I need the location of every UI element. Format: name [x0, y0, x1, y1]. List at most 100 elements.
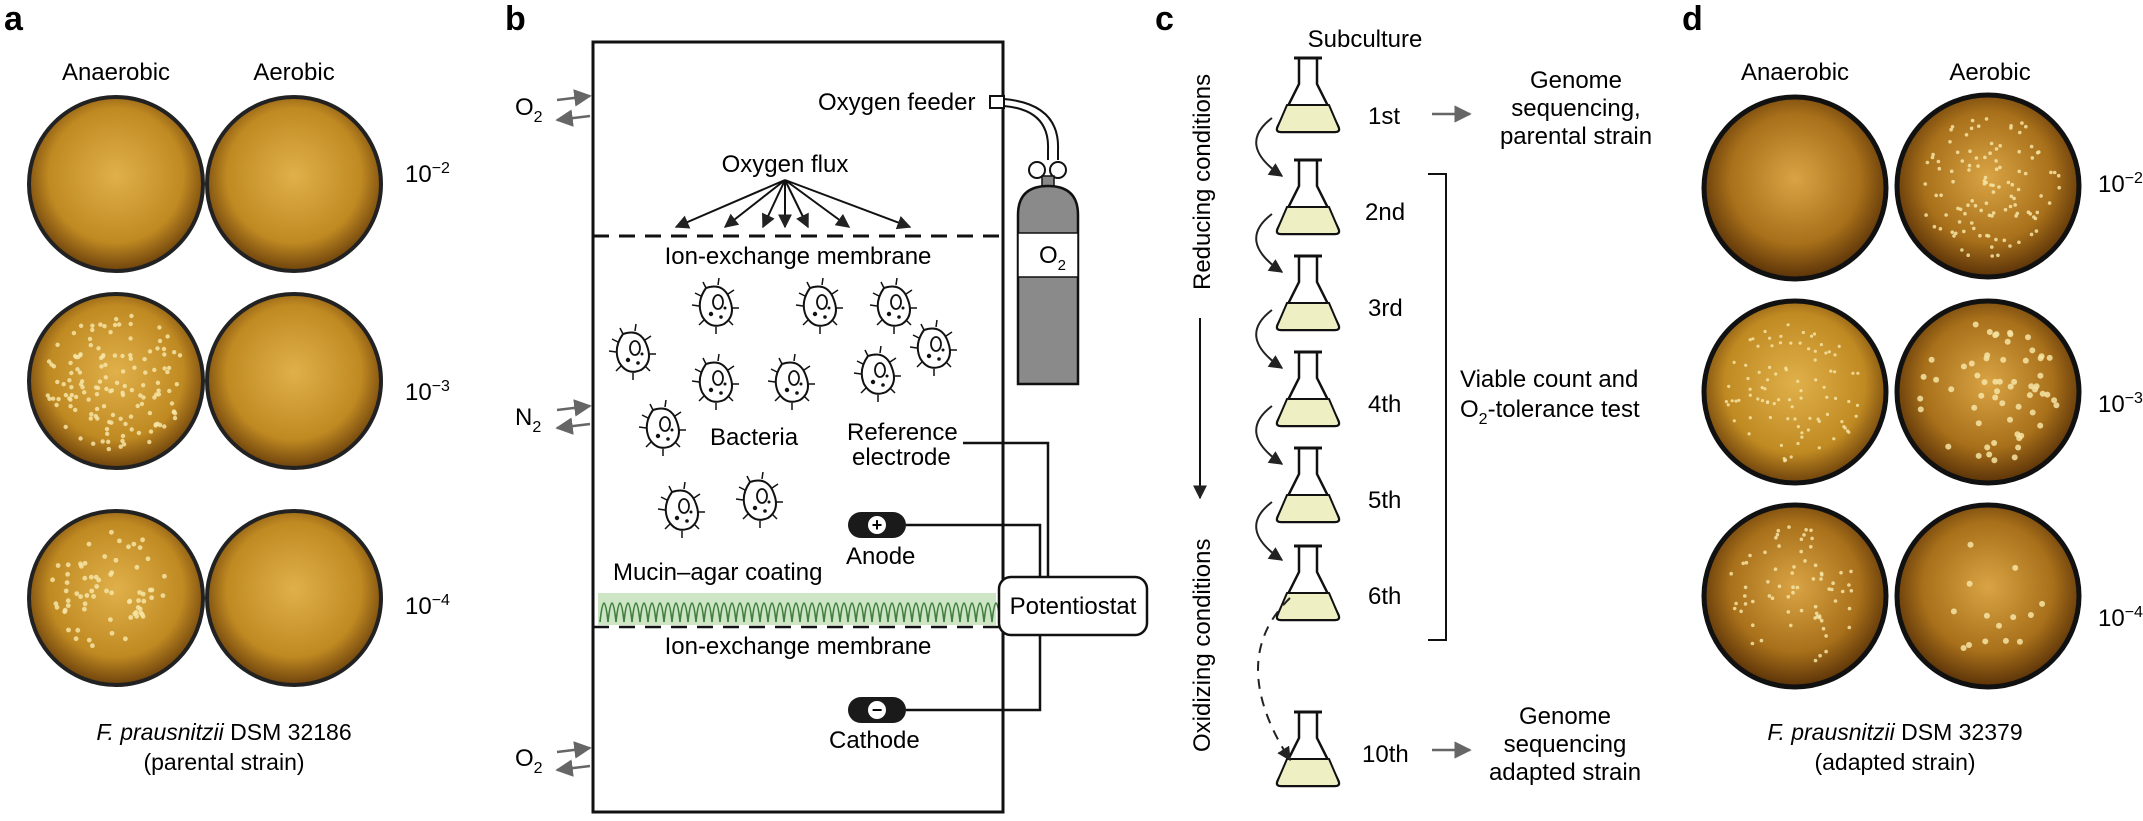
step-label: 2nd: [1365, 199, 1405, 226]
colony-dot: [1790, 405, 1794, 409]
colony-dot: [1816, 417, 1820, 421]
colony-dot: [1743, 594, 1747, 598]
panel-c-label: c: [1155, 0, 1174, 38]
colony-dot: [55, 342, 60, 347]
colony-dot: [1936, 159, 1941, 164]
panel-a: a Anaerobic Aerobic 10−2 10−3 10−4 F. pr…: [4, 0, 450, 775]
colony-dot: [61, 382, 66, 387]
colony-dot: [1851, 371, 1855, 375]
panel-a-caption-line1: F. prausnitzii DSM 32186: [96, 719, 351, 745]
plate-d-aerobic-3: [1894, 502, 2082, 690]
colony-dot: [1804, 528, 1808, 532]
bracket-2nd-6th: [1428, 173, 1447, 641]
colony-dot: [147, 439, 152, 445]
colony-dot: [104, 386, 109, 392]
colony-dot: [120, 438, 125, 444]
genome-top-line1: Genome: [1530, 67, 1622, 94]
colony-dot: [1996, 378, 2003, 385]
oxygen-flux-label: Oxygen flux: [722, 151, 849, 178]
colony-dot: [82, 601, 88, 607]
step-label: 1st: [1368, 103, 1400, 130]
colony-dot: [1966, 580, 1973, 587]
colony-dot: [137, 545, 143, 550]
colony-dot: [1741, 561, 1745, 566]
colony-dot: [1988, 151, 1992, 155]
colony-dot: [1931, 152, 1935, 157]
colony-dot: [1833, 353, 1837, 357]
potentiostat-label: Potentiostat: [1010, 593, 1137, 620]
colony-dot: [2056, 173, 2061, 178]
colony-dot: [161, 346, 167, 352]
membrane-top-label: Ion-exchange membrane: [665, 243, 932, 270]
bacterium-icon: [909, 319, 958, 377]
colony-dot: [1950, 125, 1955, 129]
colony-dot: [1840, 589, 1845, 594]
colony-dot: [100, 439, 105, 444]
genome-top-line3: parental strain: [1500, 123, 1652, 150]
flask-icon: [1275, 446, 1341, 524]
flask-1: [1275, 56, 1341, 134]
step-label: 5th: [1368, 487, 1401, 514]
colony-dot: [128, 336, 133, 341]
bacterium-icon: [767, 353, 816, 411]
colony-dot: [129, 427, 134, 432]
colony-dot: [1952, 234, 1956, 238]
colony-dot: [101, 353, 106, 358]
colony-dot: [1751, 337, 1755, 341]
colony-dot: [96, 577, 102, 583]
colony-dot: [1757, 370, 1761, 374]
colony-dot: [141, 395, 146, 400]
colony-dot: [1729, 571, 1733, 576]
colony-dot: [2020, 121, 2024, 125]
colony-dot: [162, 573, 167, 579]
oxidizing-conditions-label: Oxidizing conditions: [1189, 539, 1216, 752]
colony-dot: [1744, 363, 1748, 367]
colony-dot: [2007, 416, 2013, 423]
colony-dot: [1808, 416, 1812, 420]
colony-dot: [1825, 412, 1830, 416]
colony-dot: [174, 382, 179, 387]
colony-dot: [156, 388, 161, 393]
colony-dot: [1840, 420, 1844, 424]
colony-dot: [147, 410, 153, 416]
plate-a-anaerobic-3: [27, 509, 205, 687]
colony-dot: [1993, 331, 2000, 338]
colony-dot: [2027, 612, 2034, 618]
colony-dot: [1793, 417, 1797, 421]
colony-dot: [1986, 451, 1993, 458]
colony-dot: [1763, 387, 1767, 391]
colony-dot: [1748, 416, 1752, 420]
colony-dot: [1833, 599, 1838, 603]
colony-dot: [2000, 356, 2007, 363]
colony-dot: [1813, 358, 1817, 362]
colony-dot: [112, 353, 118, 358]
colony-dot: [1839, 570, 1843, 575]
colony-dot: [2017, 169, 2021, 174]
colony-dot: [1813, 604, 1818, 609]
colony-dot: [1786, 417, 1790, 421]
colony-dot: [91, 441, 96, 446]
flask-10: [1275, 710, 1341, 788]
cathode-label: Cathode: [829, 727, 920, 754]
colony-dot: [177, 353, 183, 358]
colony-dot: [1847, 399, 1851, 404]
colony-dot: [109, 529, 114, 535]
panel-d-dilution-3: 10−4: [2098, 604, 2143, 632]
colony-dot: [1799, 396, 1803, 400]
reducing-conditions-label: Reducing conditions: [1189, 74, 1216, 290]
colony-dot: [94, 584, 100, 589]
colony-dot: [1800, 431, 1804, 435]
colony-dot: [1774, 372, 1778, 376]
colony-dot: [128, 356, 133, 361]
colony-dot: [1974, 156, 1979, 160]
colony-dot: [2029, 144, 2034, 149]
colony-dot: [1986, 329, 1993, 335]
coating-label: Mucin–agar coating: [613, 559, 822, 586]
potentiostat-box: [997, 575, 1149, 637]
colony-dot: [127, 598, 133, 604]
colony-dot: [149, 595, 155, 601]
colony-dot: [1849, 589, 1854, 593]
colony-dot: [167, 388, 172, 394]
colony-dot: [63, 392, 69, 398]
colony-dot: [2037, 422, 2044, 429]
